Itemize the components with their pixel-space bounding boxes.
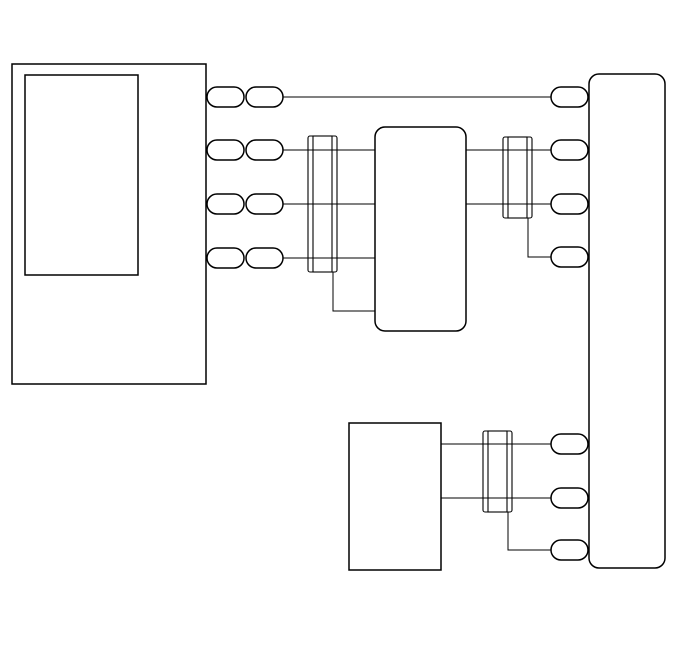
connector-right-5 (550, 433, 589, 455)
shield-2-inner (507, 136, 528, 219)
connector-pin-1b (245, 86, 284, 108)
connector-right-7 (550, 539, 589, 561)
shield-3-inner (487, 430, 508, 513)
drain-wire-1 (332, 272, 375, 312)
connector-right-6 (550, 487, 589, 509)
connector-pin-1a (206, 86, 245, 108)
shield-3 (482, 430, 513, 513)
connector-pin-2b (245, 139, 284, 161)
connector-pin-3b (245, 193, 284, 215)
drain-wire-2 (527, 218, 551, 258)
connector-column-left (206, 86, 245, 269)
connector-pin-4b (245, 247, 284, 269)
shield-2 (502, 136, 533, 219)
bottom-module (348, 422, 442, 571)
connector-pin-3a (206, 193, 245, 215)
connector-column-right (550, 86, 589, 561)
connector-column-left-2 (245, 86, 284, 269)
connector-right-2 (550, 139, 589, 161)
connector-pin-4a (206, 247, 245, 269)
left-inner-module (24, 74, 139, 276)
middle-module (374, 126, 467, 332)
connector-right-1 (550, 86, 589, 108)
connector-right-3 (550, 193, 589, 215)
connector-pin-2a (206, 139, 245, 161)
drain-wire-3 (507, 512, 551, 551)
shield-1 (307, 135, 338, 273)
connector-right-4 (550, 246, 589, 268)
right-module (588, 73, 666, 569)
